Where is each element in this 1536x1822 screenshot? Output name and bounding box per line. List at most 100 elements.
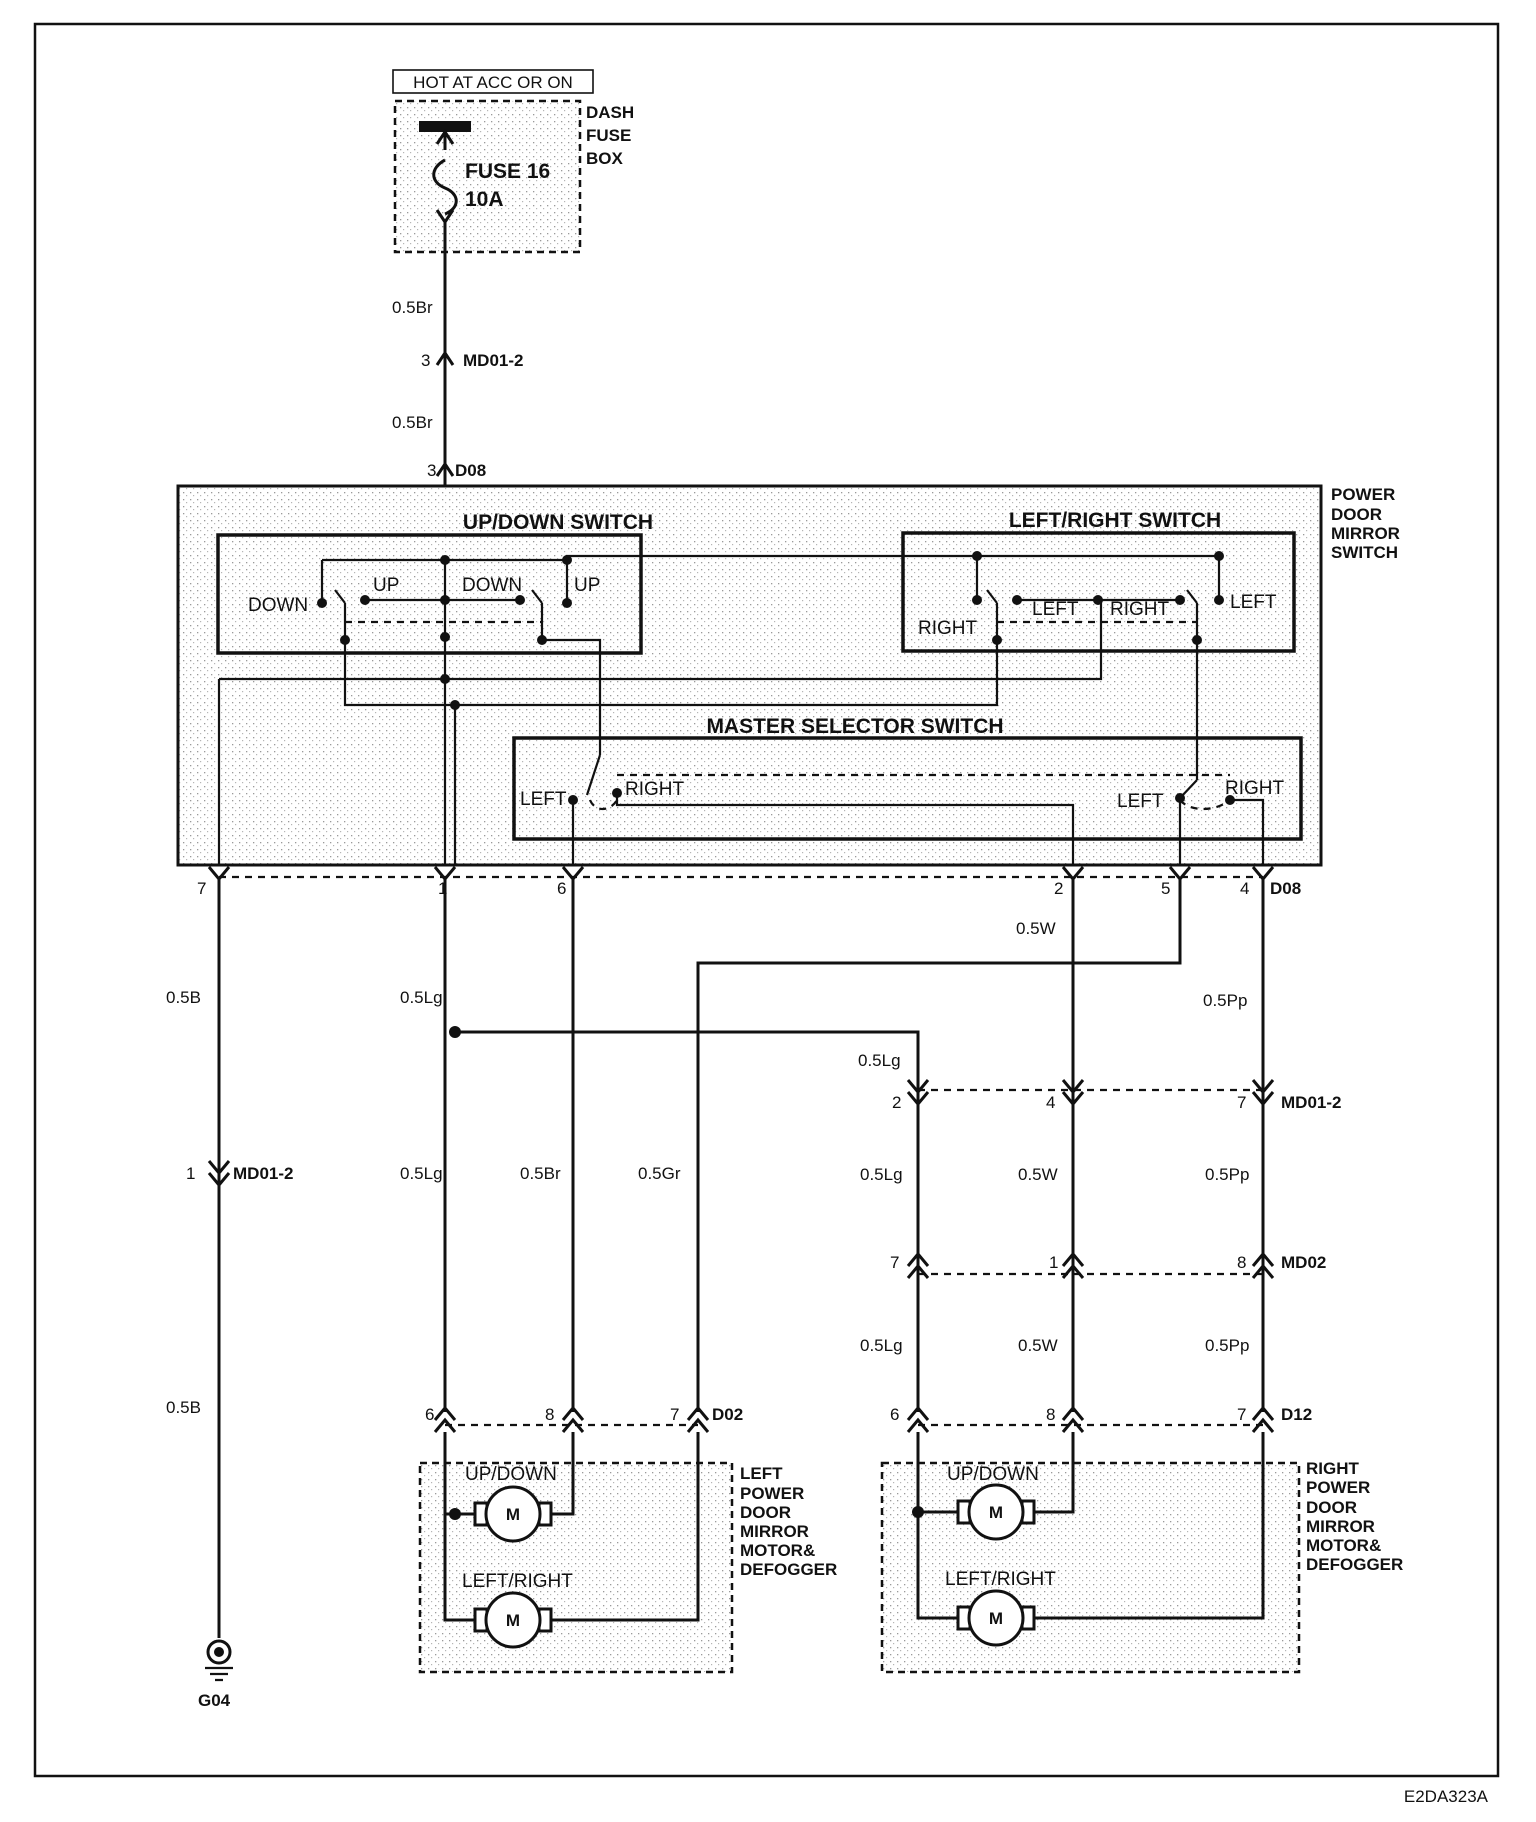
d02-pin-8: 8 [545,1405,554,1424]
d08-pin-6: 6 [557,879,566,898]
left-mirror-title-4: MIRROR [740,1522,809,1541]
connector-d08-pin3 [435,461,455,477]
fuse-box-label-2: FUSE [586,126,631,145]
fuse-box-label-1: DASH [586,103,634,122]
connector-d08-bottom-label: D08 [1270,879,1301,898]
wire-label-br-3: 0.5Br [520,1164,561,1183]
wire-label-lg-1: 0.5Lg [400,988,443,1007]
md02-pin-1: 1 [1049,1253,1058,1272]
leftright-right-left: RIGHT [918,618,978,639]
updown-switch-title: UP/DOWN SWITCH [463,511,653,534]
left-leftright-motor: M [473,1591,553,1649]
hot-at-acc-label-box: HOT AT ACC OR ON [392,69,594,94]
leftright-left-right: LEFT [1230,592,1277,613]
right-mirror-title-5: MOTOR& [1306,1536,1381,1555]
connector-md01-2-left: MD01-2 [233,1164,293,1183]
right-mirror-box [880,1461,1301,1674]
master-selector-switch-box [512,736,1303,841]
wire-label-lg-2: 0.5Lg [400,1164,443,1183]
leftright-switch-title: LEFT/RIGHT SWITCH [1009,509,1221,532]
left-mirror-title-6: DEFOGGER [740,1560,837,1579]
updown-up-right: UP [574,575,600,596]
wire-label-pp-1: 0.5Pp [1203,991,1247,1010]
connector-md02-label: MD02 [1281,1253,1326,1272]
right-mirror-title-1: RIGHT [1306,1459,1360,1478]
left-updown-motor: M [473,1485,553,1543]
leftright-switch-box [901,531,1296,653]
fuse-box-label-3: BOX [586,149,624,168]
connector-md01-2-right-label: MD01-2 [1281,1093,1341,1112]
d12-pin-8: 8 [1046,1405,1055,1424]
d02-pin-marks [433,1405,710,1433]
connector-d08-top: D08 [455,461,486,480]
svg-text:M: M [989,1609,1003,1628]
md02-pin-7: 7 [890,1253,899,1272]
figure-code: E2DA323A [1404,1787,1489,1806]
left-mirror-title-2: POWER [740,1484,804,1503]
wire-label-br-2: 0.5Br [392,413,433,432]
wire-label-pp-3: 0.5Pp [1205,1336,1249,1355]
switch-title-1: POWER [1331,485,1395,504]
left-mirror-updown-label: UP/DOWN [465,1464,557,1485]
hot-at-acc-label: HOT AT ACC OR ON [413,73,573,92]
fuse-name: FUSE 16 [465,160,550,183]
connector-d02-label: D02 [712,1405,743,1424]
updown-down-right: DOWN [462,575,522,596]
d08-pin-4: 4 [1240,879,1249,898]
d12-pin-6: 6 [890,1405,899,1424]
master-left-1: LEFT [520,789,567,810]
d02-pin-6: 6 [425,1405,434,1424]
connector-md01-2-pin1 [207,1160,231,1188]
wire-label-w-1: 0.5W [1016,919,1056,938]
right-mirror-wiring [916,1432,1265,1620]
wire-gr [696,879,1182,1412]
right-updown-motor: M [956,1483,1036,1541]
wire-label-b-1: 0.5B [166,988,201,1007]
master-left-2: LEFT [1117,791,1164,812]
md01-right-pin-4: 4 [1046,1093,1055,1112]
md01-right-pin-7: 7 [1237,1093,1246,1112]
md02-pin-8: 8 [1237,1253,1246,1272]
updown-switch-box [216,533,643,655]
wire-label-lg-3: 0.5Lg [858,1051,901,1070]
md01-pin-1: 1 [186,1164,195,1183]
wire-label-br-1: 0.5Br [392,298,433,317]
right-mirror-title-3: DOOR [1306,1498,1357,1517]
switch-title-2: DOOR [1331,505,1382,524]
wire-label-w-3: 0.5W [1018,1336,1058,1355]
bus-bar [419,121,471,132]
d12-pin-marks [906,1405,1275,1433]
pin-3-d08: 3 [427,461,436,480]
wire-label-pp-2: 0.5Pp [1205,1165,1249,1184]
wire-label-gr: 0.5Gr [638,1164,681,1183]
md02-pin-marks [906,1251,1275,1279]
md01-right-pin-2: 2 [892,1093,901,1112]
d08-pin-5: 5 [1161,879,1170,898]
master-switch-wiring [571,754,1265,865]
d08-pin-1: 1 [438,879,447,898]
left-mirror-title-1: LEFT [740,1464,783,1483]
svg-text:M: M [506,1611,520,1630]
master-right-1: RIGHT [625,779,685,800]
right-leftright-motor: M [956,1589,1036,1647]
master-selector-title: MASTER SELECTOR SWITCH [706,715,1003,738]
d02-pin-7: 7 [670,1405,679,1424]
connector-d12-label: D12 [1281,1405,1312,1424]
ground-label: G04 [198,1691,231,1710]
d12-pin-7: 7 [1237,1405,1246,1424]
wire-label-w-2: 0.5W [1018,1165,1058,1184]
left-mirror-title-5: MOTOR& [740,1541,815,1560]
wire-lg-to-right [455,1030,920,1090]
master-switch-link [588,773,1231,811]
leftright-right-2: RIGHT [1110,599,1170,620]
d08-pin-7: 7 [197,879,206,898]
svg-text:M: M [989,1503,1003,1522]
right-mirror-title-2: POWER [1306,1478,1370,1497]
diagram-frame [33,22,1500,1778]
switch-title-4: SWITCH [1331,543,1398,562]
leftright-left-1: LEFT [1032,599,1079,620]
connector-md01-2-top: MD01-2 [463,351,523,370]
left-mirror-title-3: DOOR [740,1503,791,1522]
updown-up-left: UP [373,575,399,596]
